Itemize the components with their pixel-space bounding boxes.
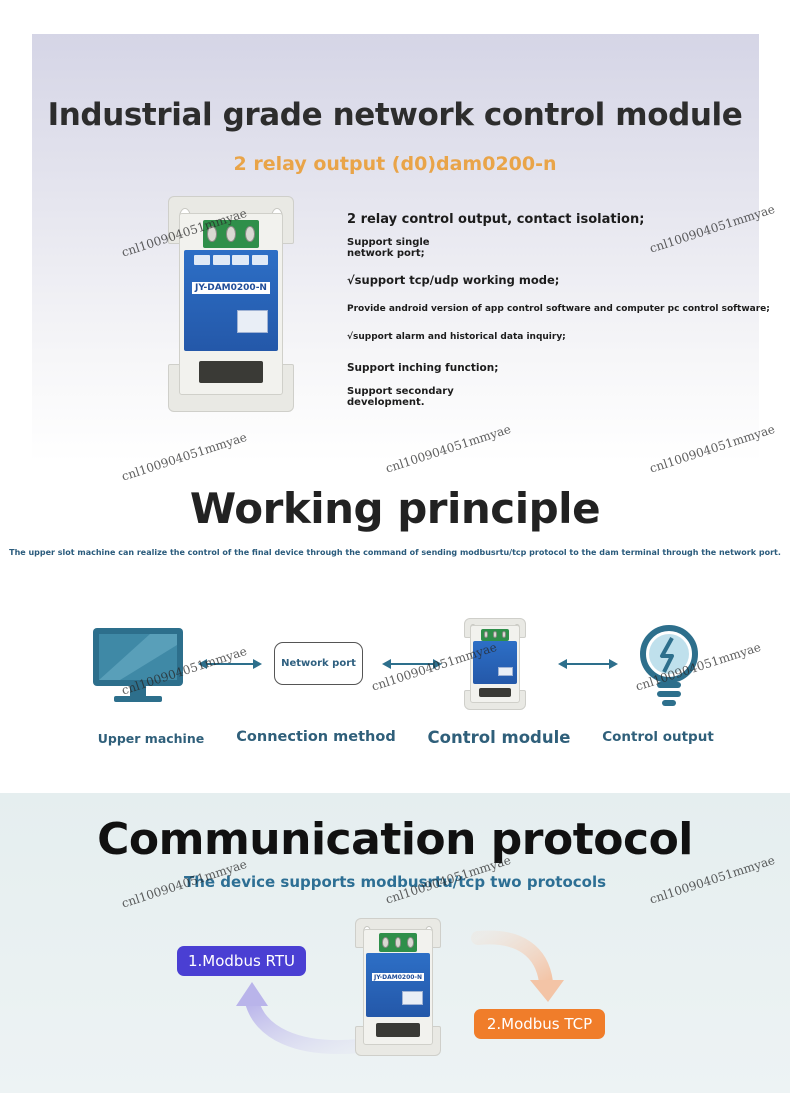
device-label-panel: JY-DAM0200-N	[184, 250, 278, 351]
protocol-badge-tcp: 2.Modbus TCP	[474, 1009, 605, 1039]
device-label-panel: JY-DAM0200-N	[366, 952, 430, 1017]
label-upper-machine: Upper machine	[97, 731, 205, 746]
feature-item: √support tcp/udp working mode;	[347, 273, 560, 287]
communication-protocol-title: Communication protocol	[97, 814, 693, 865]
double-arrow-icon	[198, 659, 262, 669]
label-control-module: Control module	[427, 728, 571, 747]
curved-arrow-rtu	[236, 982, 366, 1054]
device-connector	[198, 361, 264, 383]
device-image-protocol: JY-DAM0200-N	[355, 918, 441, 1056]
hero-panel	[32, 34, 759, 462]
device-image-main: JY-DAM0200-N	[168, 196, 294, 412]
feature-item: Support secondary development.	[347, 386, 454, 408]
label-control-output: Control output	[602, 729, 714, 745]
protocol-badge-rtu: 1.Modbus RTU	[177, 946, 306, 976]
feature-item: Provide android version of app control s…	[347, 304, 770, 314]
device-body: JY-DAM0200-N	[362, 929, 434, 1045]
feature-item: Support single network port;	[347, 237, 430, 259]
feature-item: Support inching function;	[347, 362, 499, 374]
terminal-block	[202, 219, 260, 249]
hero-title: Industrial grade network control module	[47, 97, 743, 133]
terminal-block	[481, 628, 509, 641]
device-body	[469, 625, 521, 703]
communication-protocol-subtitle: The device supports modbusrtu/tcp two pr…	[183, 873, 607, 891]
device-connector	[479, 688, 511, 698]
hero-subtitle: 2 relay output (d0)dam0200-n	[233, 153, 557, 175]
device-image-flow	[464, 618, 526, 710]
device-connector	[376, 1023, 420, 1038]
device-body: JY-DAM0200-N	[179, 213, 283, 395]
curved-arrow-tcp	[471, 930, 564, 1002]
device-model-name: JY-DAM0200-N	[371, 973, 425, 981]
feature-item: √support alarm and historical data inqui…	[347, 332, 566, 342]
working-principle-description: The upper slot machine can realize the c…	[9, 548, 781, 557]
monitor-icon	[93, 628, 183, 702]
double-arrow-icon	[382, 659, 442, 669]
feature-item: 2 relay control output, contact isolatio…	[347, 212, 645, 227]
bulb-icon	[640, 625, 698, 706]
device-label-panel	[472, 641, 518, 684]
label-connection-method: Connection method	[236, 729, 396, 745]
double-arrow-icon	[558, 659, 618, 669]
working-principle-title: Working principle	[189, 484, 601, 533]
terminal-block	[378, 933, 418, 952]
device-model-name: JY-DAM0200-N	[191, 282, 271, 295]
rj45-port	[497, 666, 513, 676]
rj45-port	[236, 310, 269, 333]
network-port-box: Network port	[274, 642, 363, 685]
rj45-port	[401, 991, 424, 1006]
